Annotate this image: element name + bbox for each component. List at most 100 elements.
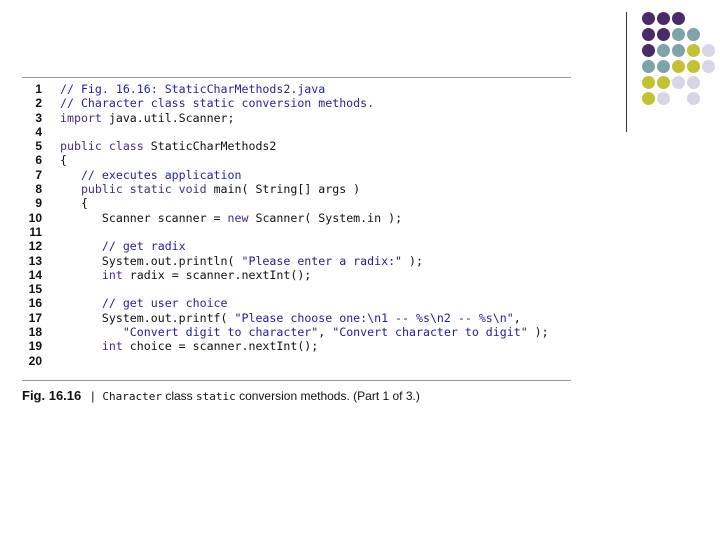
decorative-dot: [702, 44, 715, 57]
caption-class-name: Character: [102, 390, 162, 403]
code-token-comment: // get radix: [60, 239, 186, 254]
code-token-comment: // executes application: [60, 167, 242, 182]
code-bottom-rule: [22, 380, 571, 381]
code-token-string: "Please enter a radix:": [241, 253, 403, 268]
decorative-dot: [642, 92, 655, 105]
line-number: 19: [28, 339, 42, 354]
caption-word-static: static: [196, 390, 236, 403]
code-listing: 1 // Fig. 16.16: StaticCharMethods2.java 2…: [22, 82, 571, 368]
line-number: 9: [35, 196, 42, 211]
code-text: import java.util.Scanner;: [60, 111, 235, 125]
line-number: 11: [29, 224, 42, 239]
code-token-plain: Scanner scanner =: [60, 210, 228, 225]
code-token-plain: choice = scanner.nextInt();: [122, 339, 319, 354]
line-number: 20: [28, 353, 42, 368]
decorative-dot: [657, 92, 670, 105]
decorative-vertical-line: [626, 12, 627, 132]
code-text: // Character class static conversion met…: [60, 96, 374, 110]
code-line: 20: [22, 354, 571, 368]
code-token-comment: // Character class static conversion met…: [60, 96, 375, 111]
code-token-keyword: new: [227, 210, 249, 225]
code-line: 15: [22, 282, 571, 296]
code-token-plain: );: [402, 253, 423, 268]
decorative-dot: [687, 92, 700, 105]
decorative-dot: [672, 12, 685, 25]
line-number: 7: [35, 167, 42, 182]
code-token-plain: System.out.printf(: [60, 310, 235, 325]
line-number: 10: [28, 210, 42, 225]
caption-word-class: class: [161, 389, 196, 403]
code-text: int choice = scanner.nextInt();: [60, 339, 318, 353]
code-line: 13 System.out.println( "Please enter a r…: [22, 254, 571, 268]
code-token-keyword: public static void: [60, 182, 207, 197]
line-number: 15: [28, 282, 42, 297]
code-text: public class StaticCharMethods2: [60, 139, 276, 153]
code-token-comment: // Fig. 16.16: StaticCharMethods2.java: [60, 82, 326, 96]
code-token-string: "Please choose one:\n1 -- %s\n2 -- %s\n": [234, 310, 514, 325]
decorative-dot: [687, 60, 700, 73]
code-text: // Fig. 16.16: StaticCharMethods2.java: [60, 82, 325, 96]
code-text: System.out.printf( "Please choose one:\n…: [60, 311, 521, 325]
code-line: 12 // get radix: [22, 239, 571, 253]
code-token-string: "Convert character to digit": [332, 325, 528, 340]
code-text: // get radix: [60, 239, 186, 253]
code-text: System.out.println( "Please enter a radi…: [60, 254, 423, 268]
line-number: 16: [28, 296, 42, 311]
line-number: 18: [28, 325, 42, 340]
code-token-string: "Convert digit to character": [60, 325, 319, 340]
code-text: public static void main( String[] args ): [60, 182, 360, 196]
code-line: 9 {: [22, 196, 571, 210]
figure-caption: Fig. 16.16 | Character class static conver…: [22, 387, 420, 405]
code-token-plain: ,: [318, 325, 333, 340]
code-text: // get user choice: [60, 296, 228, 310]
decorative-dot-grid: [640, 10, 720, 120]
decorative-dot: [672, 76, 685, 89]
code-top-rule: [22, 77, 571, 78]
decorative-dot: [672, 44, 685, 57]
code-text: // executes application: [60, 167, 242, 182]
code-line: 18 "Convert digit to character", "Conver…: [22, 325, 571, 339]
code-token-comment: // get user choice: [60, 296, 228, 311]
code-token-keyword: int: [60, 339, 123, 354]
line-number: 14: [28, 267, 42, 282]
code-text: "Convert digit to character", "Convert c…: [60, 325, 549, 339]
code-line: 16 // get user choice: [22, 296, 571, 310]
code-line: 19 int choice = scanner.nextInt();: [22, 339, 571, 353]
decorative-dot: [657, 12, 670, 25]
code-text: {: [60, 153, 67, 167]
line-number: 12: [28, 239, 42, 254]
decorative-dot: [657, 28, 670, 41]
code-token-keyword: import: [60, 110, 102, 125]
line-number: 1: [35, 82, 42, 96]
code-token-plain: radix = scanner.nextInt();: [122, 267, 312, 282]
decorative-dot: [642, 60, 655, 73]
code-token-plain: java.util.Scanner;: [101, 110, 235, 125]
code-line: 17 System.out.printf( "Please choose one…: [22, 311, 571, 325]
code-token-plain: System.out.println(: [60, 253, 242, 268]
code-token-plain: StaticCharMethods2: [143, 139, 277, 154]
caption-rest: conversion methods. (Part 1 of 3.): [235, 389, 420, 403]
code-token-keyword: int: [60, 267, 123, 282]
decorative-dot: [702, 60, 715, 73]
code-line: 6{: [22, 153, 571, 167]
code-line: 14 int radix = scanner.nextInt();: [22, 268, 571, 282]
code-token-plain: ,: [513, 310, 521, 325]
decorative-dot: [657, 76, 670, 89]
code-token-plain: );: [527, 325, 549, 340]
code-line: 4: [22, 125, 571, 139]
code-token-plain: Scanner( System.in );: [248, 210, 403, 225]
line-number: 4: [35, 124, 42, 139]
code-line: 8 public static void main( String[] args…: [22, 182, 571, 196]
caption-separator: |: [91, 389, 95, 403]
decorative-dot: [642, 76, 655, 89]
line-number: 8: [35, 182, 42, 197]
code-token-keyword: public class: [60, 139, 144, 154]
decorative-dot: [687, 28, 700, 41]
decorative-dot: [642, 44, 655, 57]
decorative-dot: [687, 76, 700, 89]
line-number: 2: [35, 96, 42, 111]
figure-label: Fig. 16.16: [22, 388, 82, 403]
decorative-dot: [672, 28, 685, 41]
